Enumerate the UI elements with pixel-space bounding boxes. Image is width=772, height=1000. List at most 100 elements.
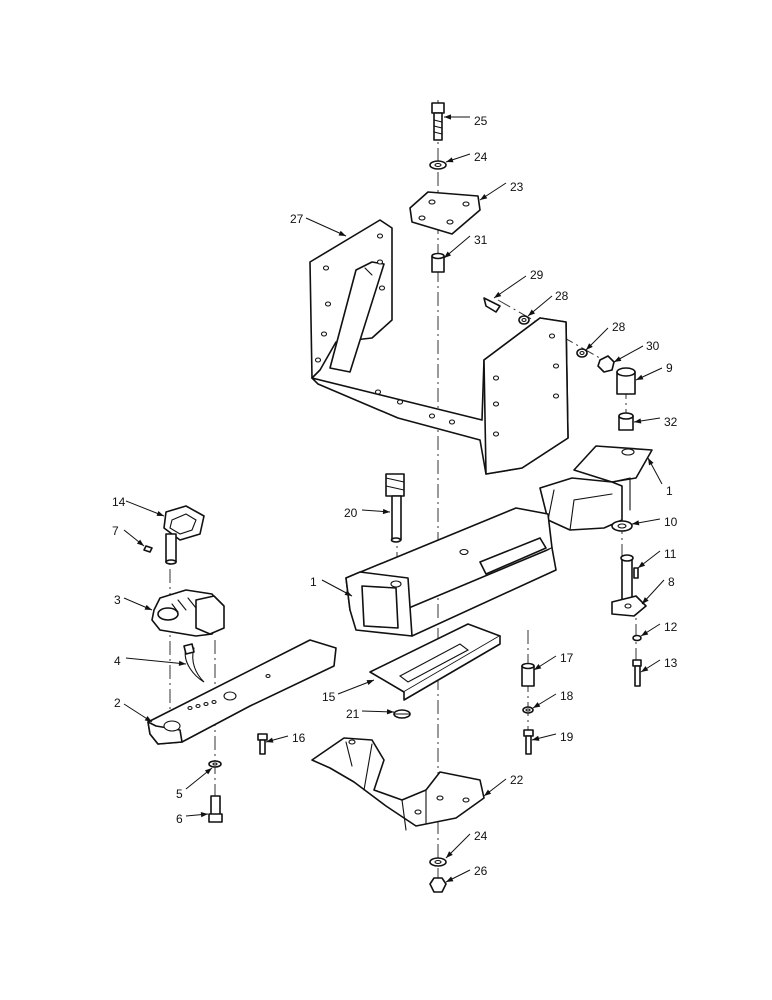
- clip-21: [393, 709, 411, 719]
- callout-label: 30: [646, 339, 660, 353]
- callout-arrowhead: [533, 702, 541, 708]
- callout-label: 1: [310, 575, 317, 589]
- callout-arrowhead: [632, 520, 640, 526]
- callout-29: 29: [493, 268, 544, 299]
- callout-arrowhead: [200, 812, 208, 818]
- callout-arrowhead: [344, 590, 352, 596]
- callout-label: 10: [664, 515, 678, 529]
- callout-arrowhead: [136, 539, 144, 546]
- callout-13: 13: [640, 656, 678, 673]
- frame-bracket-27: [309, 219, 569, 475]
- washer-10: [611, 520, 633, 532]
- bolt-25: [431, 102, 445, 141]
- clip-7: [143, 545, 153, 553]
- callout-label: 24: [474, 150, 488, 164]
- clip-4: [183, 643, 205, 683]
- callout-arrowhead: [178, 660, 186, 666]
- callout-label: 25: [474, 114, 488, 128]
- callout-arrowhead: [144, 604, 152, 610]
- callout-arrowhead: [446, 157, 454, 163]
- plate-15: [369, 623, 501, 701]
- drawbar-frame-1-center: [345, 507, 557, 637]
- callout-label: 7: [112, 524, 119, 538]
- callout-label: 5: [176, 787, 183, 801]
- callout-label: 8: [668, 575, 675, 589]
- nut-30: [597, 355, 615, 373]
- pin-11: [633, 567, 639, 579]
- callout-label: 19: [560, 730, 574, 744]
- callout-label: 28: [612, 320, 626, 334]
- callout-arrowhead: [480, 193, 488, 200]
- callout-arrowhead: [446, 876, 454, 882]
- callout-label: 1: [666, 484, 673, 498]
- callout-arrowhead: [648, 458, 654, 466]
- bolt-16: [257, 733, 268, 755]
- callout-arrowhead: [382, 508, 390, 515]
- callout-4: 4: [114, 654, 187, 668]
- washer-24-bottom: [429, 857, 447, 867]
- callout-arrowhead: [641, 630, 649, 636]
- callout-arrowhead: [156, 511, 164, 516]
- plate-23: [409, 191, 481, 235]
- callout-arrowhead: [144, 716, 152, 722]
- callout-label: 21: [346, 707, 360, 721]
- callout-3: 3: [114, 593, 153, 611]
- callout-18: 18: [532, 689, 574, 709]
- callout-25: 25: [444, 114, 488, 128]
- callout-16: 16: [265, 731, 306, 745]
- callout-19: 19: [531, 730, 574, 744]
- callout-label: 18: [560, 689, 574, 703]
- bushing-9: [616, 367, 636, 395]
- callout-label: 3: [114, 593, 121, 607]
- callout-32: 32: [633, 415, 678, 429]
- callout-12: 12: [640, 620, 678, 637]
- callout-31: 31: [443, 233, 488, 259]
- callout-20: 20: [344, 506, 391, 520]
- callout-17: 17: [533, 651, 574, 671]
- callout-arrowhead: [366, 680, 374, 685]
- spacer-31: [431, 252, 445, 273]
- callout-23: 23: [479, 180, 524, 201]
- callout-28b: 28: [585, 320, 626, 351]
- callout-label: 20: [344, 506, 358, 520]
- drawbar-support-1-right: [539, 445, 653, 531]
- callout-label: 31: [474, 233, 488, 247]
- callout-arrowhead: [266, 737, 274, 743]
- spacer-32: [618, 412, 634, 431]
- washer-28-left: [518, 315, 530, 325]
- callout-arrowhead: [638, 561, 646, 568]
- washer-28-right: [576, 348, 588, 358]
- callout-arrowhead: [494, 291, 502, 298]
- callout-arrowhead: [532, 735, 540, 741]
- callout-arrowhead: [586, 343, 593, 350]
- callout-label: 23: [510, 180, 524, 194]
- washer-24-top: [429, 160, 447, 170]
- callout-arrowhead: [338, 230, 346, 236]
- hitch-pin-8: [611, 554, 647, 617]
- washer-12: [632, 634, 642, 642]
- bolt-29: [483, 297, 501, 313]
- washer-5: [208, 760, 222, 768]
- callout-label: 22: [510, 773, 524, 787]
- callout-arrowhead: [204, 768, 212, 775]
- hitch-pin-20: [385, 473, 405, 543]
- callout-label: 28: [555, 289, 569, 303]
- callout-7: 7: [112, 524, 145, 547]
- callout-label: 11: [664, 547, 677, 561]
- bolt-6: [208, 795, 223, 823]
- callout-28a: 28: [527, 289, 569, 317]
- callout-24b: 24: [445, 829, 488, 859]
- callout-arrowhead: [444, 114, 451, 120]
- callout-24a: 24: [445, 150, 488, 164]
- hitch-jaw-3: [151, 589, 225, 637]
- callout-arrowhead: [444, 251, 452, 258]
- callout-arrowhead: [642, 597, 649, 604]
- callout-arrowhead: [641, 666, 649, 672]
- callout-arrowhead: [386, 709, 394, 715]
- callout-arrowhead: [446, 851, 453, 858]
- callout-label: 13: [664, 656, 678, 670]
- callout-2: 2: [114, 696, 153, 723]
- callout-8: 8: [641, 575, 675, 605]
- callout-label: 6: [176, 812, 183, 826]
- callout-label: 2: [114, 696, 121, 710]
